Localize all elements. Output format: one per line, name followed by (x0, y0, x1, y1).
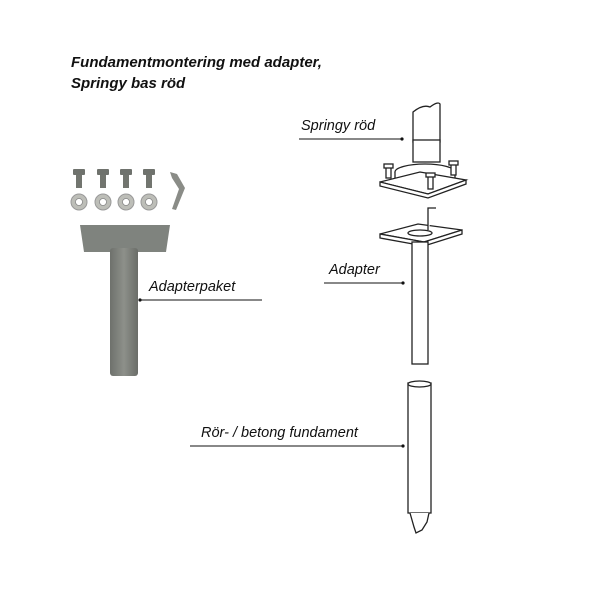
label-foundation: Rör- / betong fundament (201, 425, 358, 441)
diagram-title: Fundamentmontering med adapter, Springy … (71, 52, 322, 94)
bolt-icon (143, 169, 155, 188)
washer-icon (117, 193, 135, 211)
washers-group (70, 193, 158, 211)
label-adapter: Adapter (329, 262, 380, 278)
washer-icon (70, 193, 88, 211)
bolt-icon (73, 169, 85, 188)
label-springy: Springy röd (301, 118, 376, 134)
hex-key-icon (170, 172, 185, 210)
bolt-icon (120, 169, 132, 188)
bolt-icon (97, 169, 109, 188)
label-adapter-kit: Adapterpaket (149, 279, 236, 295)
springy-illustration (379, 102, 469, 199)
adapter-illustration (379, 207, 463, 365)
washer-icon (140, 193, 158, 211)
bolts-group (73, 169, 155, 188)
title-line-1: Fundamentmontering med adapter, (71, 54, 322, 71)
foundation-illustration (407, 380, 432, 534)
washer-icon (94, 193, 112, 211)
adapter-kit-illustration (80, 225, 170, 376)
title-line-2: Springy bas röd (71, 75, 186, 92)
